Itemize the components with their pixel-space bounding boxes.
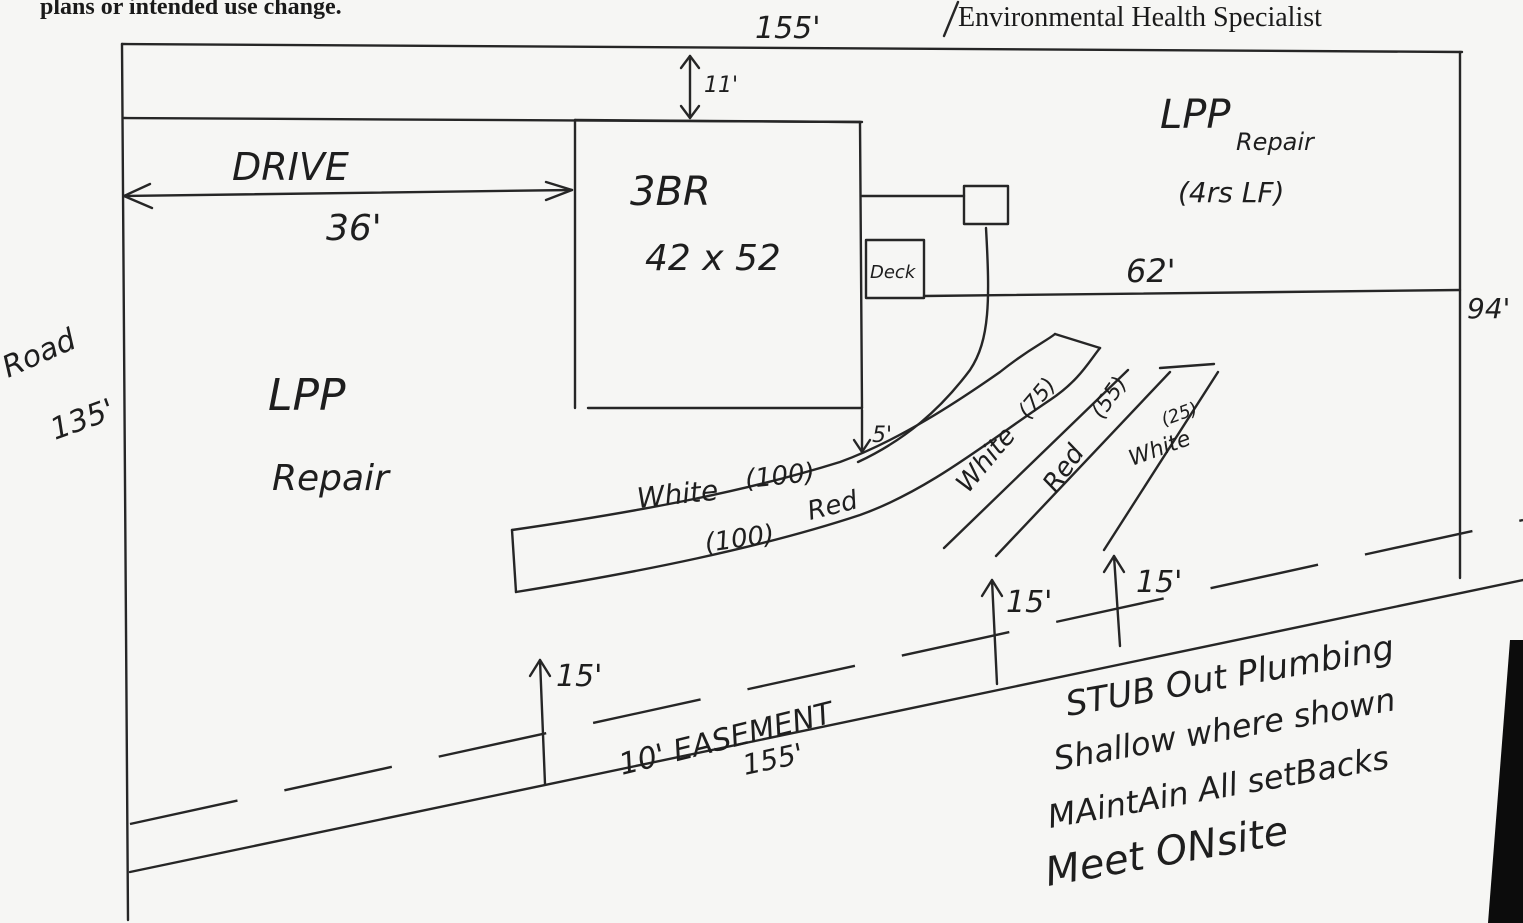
setback-right-label: 15' bbox=[1136, 565, 1182, 600]
header-notice-text: plans or intended use change. bbox=[40, 0, 342, 20]
road-label: Road bbox=[0, 322, 82, 386]
repair-boundary-line bbox=[922, 288, 1462, 298]
lpp-repair-right-line1: LPP bbox=[1160, 92, 1231, 138]
signature-title: Environmental Health Specialist bbox=[958, 2, 1322, 33]
supply-line bbox=[856, 226, 990, 464]
trench-4-color: Red bbox=[1037, 439, 1091, 498]
drive-label: DRIVE bbox=[232, 145, 349, 189]
deck-label: Deck bbox=[870, 262, 917, 283]
setback-arrow-middle bbox=[980, 578, 1004, 686]
repair-right-dimension: 62' bbox=[1126, 252, 1176, 290]
trench-3-length: (75) bbox=[1013, 373, 1061, 424]
setback-top-arrow bbox=[679, 54, 701, 120]
drive-dimension-arrow bbox=[122, 180, 574, 210]
easement-line bbox=[129, 518, 1523, 826]
lot-side-dimension: 135' bbox=[46, 392, 120, 447]
house-size: 42 x 52 bbox=[645, 238, 781, 279]
trench-4-length: (55) bbox=[1086, 372, 1132, 423]
house-label: 3BR bbox=[630, 169, 711, 215]
trench-diagonal-2 bbox=[1102, 362, 1220, 552]
trench-2-length: (100) bbox=[703, 519, 776, 558]
deck-box bbox=[864, 238, 926, 300]
trench-curved bbox=[510, 332, 1102, 594]
setback-arrow-left bbox=[528, 658, 552, 786]
trench-diagonal-1 bbox=[942, 368, 1172, 558]
trench-2-color: Red bbox=[804, 485, 861, 526]
trench-1-length: (100) bbox=[744, 458, 817, 495]
trench-1-color: White bbox=[635, 474, 719, 515]
lpp-repair-left-line2: Repair bbox=[272, 458, 391, 499]
lot-top-dimension: 155' bbox=[755, 11, 821, 46]
setback-arrow-right bbox=[1102, 554, 1126, 648]
trench-5-length: (25) bbox=[1159, 398, 1201, 430]
setback-top-label: 11' bbox=[704, 73, 738, 98]
drive-dimension: 36' bbox=[326, 208, 382, 249]
lot-boundary bbox=[120, 42, 1523, 922]
scan-edge-shadow bbox=[1488, 640, 1523, 923]
lpp-repair-right-line2: Repair bbox=[1236, 128, 1316, 156]
setback-left-label: 15' bbox=[556, 659, 602, 694]
lot-right-dimension: 94' bbox=[1467, 292, 1510, 325]
lpp-repair-right-line3: (4rs LF) bbox=[1178, 176, 1284, 209]
setback-middle-label: 15' bbox=[1006, 585, 1052, 620]
signature-slash bbox=[942, 0, 960, 38]
septic-tank bbox=[962, 184, 1010, 226]
house-setback-arrow bbox=[852, 408, 872, 454]
trench-3-color: White bbox=[950, 421, 1022, 498]
easement-label: 10' EASEMENT bbox=[615, 695, 839, 783]
house-outline bbox=[573, 118, 864, 410]
lpp-repair-left-line1: LPP bbox=[268, 370, 346, 421]
